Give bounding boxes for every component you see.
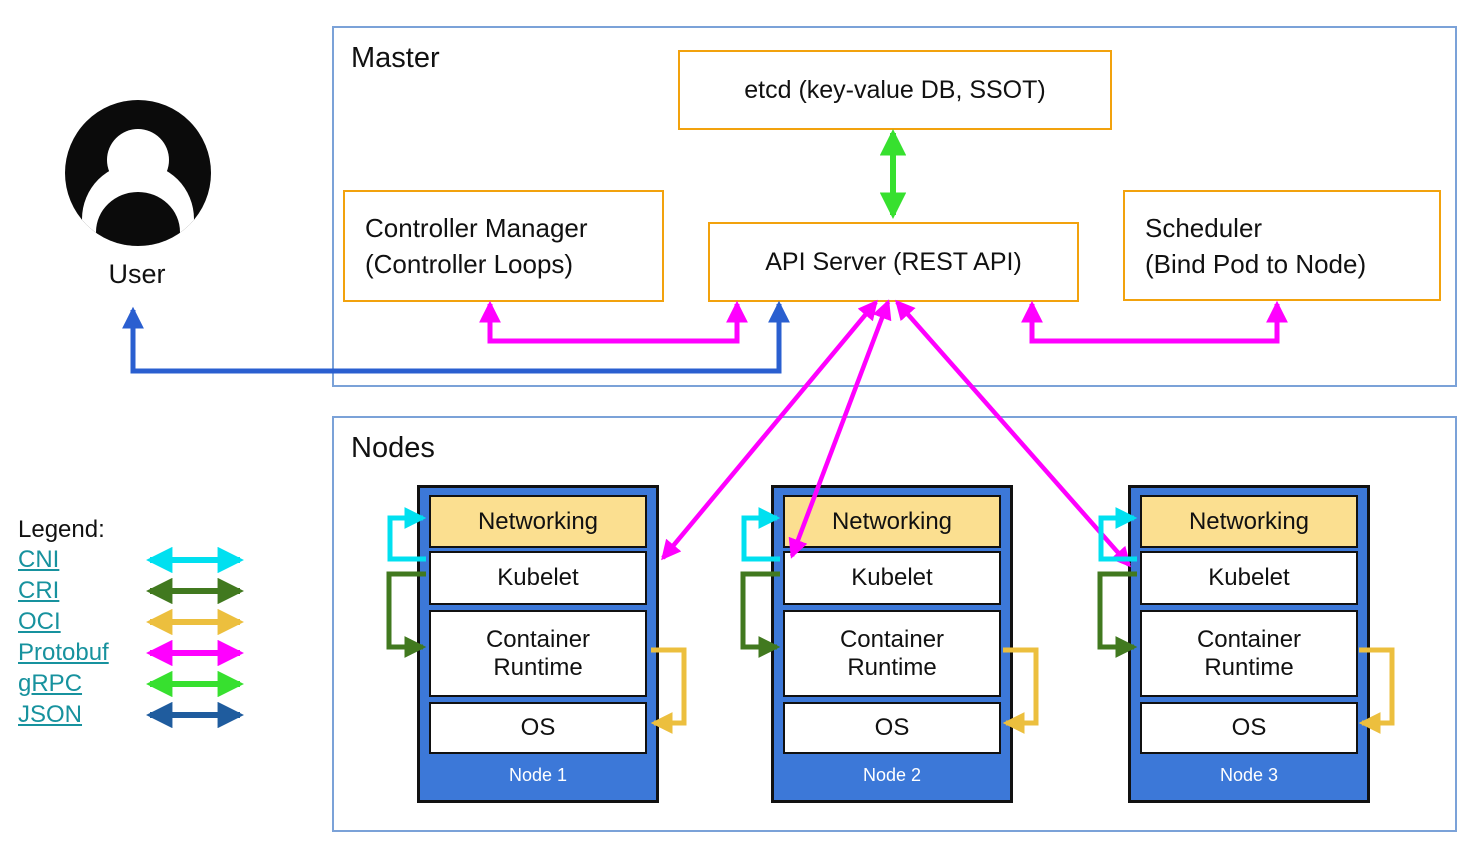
container-runtime-line2: Runtime bbox=[493, 653, 583, 681]
legend-link-cri[interactable]: CRI bbox=[18, 577, 60, 604]
os-label: OS bbox=[874, 714, 910, 741]
node-2-label: Node 2 bbox=[862, 764, 922, 785]
user-icon bbox=[65, 100, 211, 246]
container-runtime-line1: Container bbox=[1196, 625, 1302, 653]
node-1-kubelet-box: Kubelet bbox=[429, 551, 647, 605]
scheduler-line1: Scheduler bbox=[1145, 212, 1263, 243]
container-runtime-line1: Container bbox=[839, 625, 945, 653]
legend-link-grpc[interactable]: gRPC bbox=[18, 670, 83, 697]
node-3: Networking Kubelet Container Runtime OS … bbox=[1128, 485, 1370, 803]
node-3-container-runtime-box: Container Runtime bbox=[1140, 610, 1358, 697]
user-avatar bbox=[63, 98, 213, 248]
scheduler-line2: (Bind Pod to Node) bbox=[1145, 248, 1367, 279]
legend-link-protobuf[interactable]: Protobuf bbox=[18, 639, 109, 666]
scheduler-box: Scheduler (Bind Pod to Node) bbox=[1123, 190, 1441, 301]
controller-manager-line1: Controller Manager bbox=[365, 213, 588, 243]
networking-label: Networking bbox=[1188, 507, 1310, 535]
node-2-container-runtime-box: Container Runtime bbox=[783, 610, 1001, 697]
node-3-networking-box: Networking bbox=[1140, 495, 1358, 548]
api-server-label: API Server (REST API) bbox=[765, 247, 1022, 276]
node-3-os-box: OS bbox=[1140, 702, 1358, 754]
node-1-container-runtime-box: Container Runtime bbox=[429, 610, 647, 697]
container-runtime-line2: Runtime bbox=[1204, 653, 1294, 681]
user-label: User bbox=[108, 258, 166, 289]
controller-manager-box: Controller Manager (Controller Loops) bbox=[343, 190, 664, 302]
legend-link-json[interactable]: JSON bbox=[18, 701, 83, 728]
container-runtime-line2: Runtime bbox=[847, 653, 937, 681]
api-server-box: API Server (REST API) bbox=[708, 222, 1079, 302]
networking-label: Networking bbox=[831, 507, 953, 535]
etcd-label: etcd (key-value DB, SSOT) bbox=[744, 75, 1046, 104]
legend-title: Legend: bbox=[18, 516, 105, 543]
legend-link-cni[interactable]: CNI bbox=[18, 546, 60, 573]
os-label: OS bbox=[1231, 714, 1267, 741]
node-1-os-box: OS bbox=[429, 702, 647, 754]
node-2-os-box: OS bbox=[783, 702, 1001, 754]
node-2: Networking Kubelet Container Runtime OS … bbox=[771, 485, 1013, 803]
node-3-label: Node 3 bbox=[1219, 764, 1279, 785]
controller-manager-line2: (Controller Loops) bbox=[365, 249, 574, 279]
node-1-label: Node 1 bbox=[508, 764, 568, 785]
node-3-kubelet-box: Kubelet bbox=[1140, 551, 1358, 605]
etcd-box: etcd (key-value DB, SSOT) bbox=[678, 50, 1112, 130]
networking-label: Networking bbox=[477, 507, 599, 535]
node-2-networking-box: Networking bbox=[783, 495, 1001, 548]
master-title: Master bbox=[351, 42, 440, 74]
node-1: Networking Kubelet Container Runtime OS … bbox=[417, 485, 659, 803]
node-2-kubelet-box: Kubelet bbox=[783, 551, 1001, 605]
container-runtime-line1: Container bbox=[485, 625, 591, 653]
nodes-title: Nodes bbox=[351, 432, 435, 464]
legend-link-oci[interactable]: OCI bbox=[18, 608, 61, 635]
kubelet-label: Kubelet bbox=[497, 564, 579, 591]
node-1-networking-box: Networking bbox=[429, 495, 647, 548]
kubelet-label: Kubelet bbox=[1208, 564, 1290, 591]
kubelet-label: Kubelet bbox=[851, 564, 933, 591]
os-label: OS bbox=[520, 714, 556, 741]
